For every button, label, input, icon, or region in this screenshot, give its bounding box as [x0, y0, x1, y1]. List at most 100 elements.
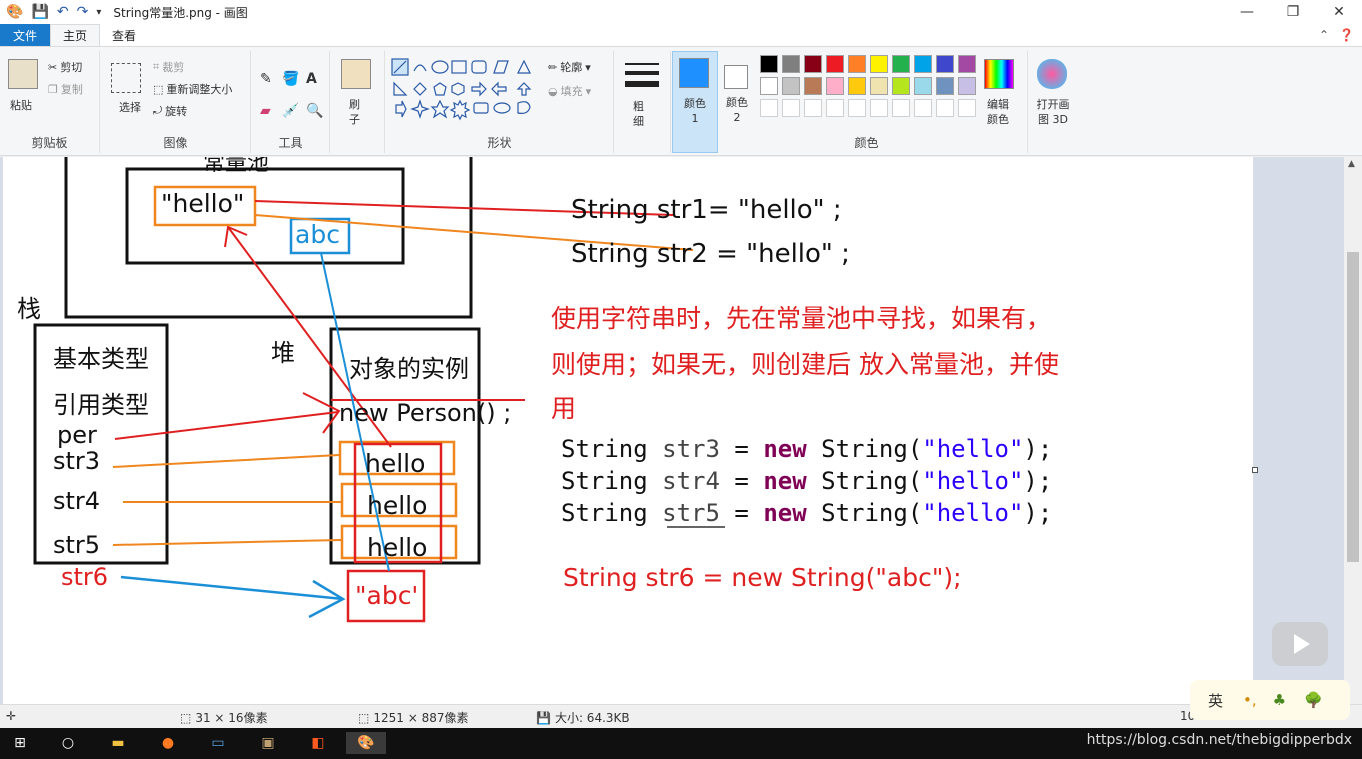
line-width-icon[interactable] — [625, 61, 659, 93]
palette-swatch[interactable] — [804, 55, 822, 73]
search-icon[interactable]: ○ — [61, 735, 75, 751]
brushes-button[interactable]: 刷子 — [349, 98, 360, 126]
palette-swatch[interactable] — [914, 77, 932, 95]
scroll-up-icon[interactable]: ▲ — [1348, 159, 1355, 169]
paint3d-icon[interactable] — [1037, 59, 1067, 89]
selection-size-text: 31 × 16像素 — [195, 711, 268, 725]
help-icon[interactable]: ❓ — [1339, 28, 1354, 42]
ime-toolbar[interactable]: 英 •, ♣ 🌳 — [1190, 680, 1350, 720]
monitor-icon[interactable]: ▭ — [211, 735, 225, 751]
shapes-gallery[interactable] — [390, 57, 540, 121]
select-icon[interactable] — [111, 63, 141, 93]
ime-punctuation-icon[interactable]: •, — [1243, 691, 1257, 709]
redo-icon[interactable]: ↷ — [76, 4, 89, 20]
palette-swatch[interactable] — [826, 55, 844, 73]
color1-button[interactable]: 颜色 1 — [672, 51, 718, 153]
color-picker-icon[interactable]: 💉 — [282, 103, 300, 119]
app-icon[interactable]: ▣ — [261, 735, 275, 751]
palette-swatch[interactable] — [826, 77, 844, 95]
magnifier-icon[interactable]: 🔍 — [306, 103, 324, 119]
close-button[interactable]: ✕ — [1333, 4, 1345, 20]
diagram-shapes — [33, 157, 725, 623]
fill-button[interactable]: ◒填充▾ — [548, 83, 591, 99]
save-icon[interactable]: 💾 — [31, 4, 49, 20]
palette-custom-swatch[interactable] — [958, 99, 976, 117]
crop-button[interactable]: ⌗裁剪 — [153, 59, 184, 75]
palette-swatch[interactable] — [760, 55, 778, 73]
palette-swatch[interactable] — [936, 55, 954, 73]
drawing-canvas[interactable]: 常量池 "hello" abc 栈 堆 基本类型 引用类型 per str3 s… — [3, 157, 1253, 704]
paste-icon[interactable] — [8, 59, 38, 89]
cut-button[interactable]: ✂剪切 — [48, 59, 82, 75]
copy-button[interactable]: ❐复制 — [48, 81, 83, 97]
eraser-icon[interactable]: ▰ — [260, 103, 271, 119]
ime-skin-icon[interactable]: ♣ — [1272, 691, 1287, 709]
code-keyword-string: String — [561, 467, 663, 495]
tab-file[interactable]: 文件 — [0, 24, 50, 46]
undo-icon[interactable]: ↶ — [56, 4, 69, 20]
palette-swatch[interactable] — [958, 77, 976, 95]
palette-custom-swatch[interactable] — [848, 99, 866, 117]
open-paint3d-button[interactable]: 打开画图 3D — [1036, 98, 1070, 126]
palette-custom-swatch[interactable] — [914, 99, 932, 117]
paint-taskbar-icon[interactable]: 🎨 — [346, 732, 386, 754]
edit-colors-button[interactable]: 编辑颜色 — [987, 98, 1009, 126]
crop-label: 裁剪 — [162, 61, 185, 74]
size-button[interactable]: 粗细 — [633, 100, 644, 128]
palette-custom-swatch[interactable] — [826, 99, 844, 117]
collapse-ribbon-icon[interactable]: ⌃ — [1318, 28, 1330, 42]
palette-custom-swatch[interactable] — [936, 99, 954, 117]
canvas-resize-handle[interactable] — [1252, 467, 1258, 473]
windows-start-icon[interactable]: ⊞ — [14, 735, 26, 751]
paste-button[interactable]: 粘贴 — [10, 99, 32, 112]
palette-swatch[interactable] — [892, 55, 910, 73]
palette-custom-swatch[interactable] — [870, 99, 888, 117]
heap-hello-3: hello — [367, 533, 428, 562]
palette-custom-swatch[interactable] — [760, 99, 778, 117]
ide-icon[interactable]: ◧ — [311, 735, 325, 751]
palette-swatch[interactable] — [914, 55, 932, 73]
palette-swatch[interactable] — [782, 77, 800, 95]
str2-arrow — [254, 214, 694, 251]
firefox-icon[interactable]: ● — [161, 735, 175, 751]
selection-size: ⬚31 × 16像素 — [180, 709, 268, 726]
ime-language[interactable]: 英 — [1208, 691, 1224, 710]
palette-custom-swatch[interactable] — [782, 99, 800, 117]
palette-swatch[interactable] — [848, 77, 866, 95]
palette-swatch[interactable] — [782, 55, 800, 73]
minimize-button[interactable]: — — [1240, 4, 1254, 20]
resize-button[interactable]: ⬚重新调整大小 — [153, 81, 232, 97]
text-tool-icon[interactable]: A — [306, 71, 317, 87]
select-button[interactable]: 选择 — [119, 101, 141, 114]
tab-home[interactable]: 主页 — [50, 24, 101, 46]
scrollbar-thumb[interactable] — [1347, 252, 1359, 562]
palette-swatch[interactable] — [892, 77, 910, 95]
edit-colors-icon[interactable] — [984, 59, 1014, 89]
palette-custom-swatch[interactable] — [892, 99, 910, 117]
color2-button[interactable]: 颜色 2 — [719, 51, 755, 153]
file-explorer-icon[interactable]: ▬ — [111, 735, 125, 751]
rotate-button[interactable]: ⤾旋转 — [153, 103, 187, 119]
customize-quick-access-icon[interactable]: ▾ — [96, 6, 102, 18]
palette-swatch[interactable] — [870, 77, 888, 95]
palette-swatch[interactable] — [936, 77, 954, 95]
code-new: new — [763, 499, 807, 527]
video-play-overlay[interactable] — [1272, 622, 1328, 666]
palette-swatch[interactable] — [870, 55, 888, 73]
palette-swatch[interactable] — [760, 77, 778, 95]
palette-swatch[interactable] — [848, 55, 866, 73]
pencil-icon[interactable]: ✎ — [260, 71, 272, 87]
brush-icon[interactable] — [341, 59, 371, 89]
colors-group-label: 颜色 — [854, 136, 879, 150]
outline-button[interactable]: ✏轮廓▾ — [548, 59, 591, 75]
palette-swatch[interactable] — [804, 77, 822, 95]
palette-swatch[interactable] — [958, 55, 976, 73]
canvas-area[interactable]: 常量池 "hello" abc 栈 堆 基本类型 引用类型 per str3 s… — [0, 157, 1344, 704]
code-end: ); — [1023, 467, 1053, 495]
fill-bucket-icon[interactable]: 🪣 — [282, 71, 300, 87]
maximize-button[interactable]: ❐ — [1286, 4, 1300, 20]
title-bar: 🎨 💾 ↶ ↷ ▾ String常量池.png - 画图 — ❐ ✕ — [0, 0, 1362, 24]
vertical-scrollbar[interactable]: ▲ — [1344, 157, 1362, 704]
tab-view[interactable]: 查看 — [112, 28, 137, 43]
palette-custom-swatch[interactable] — [804, 99, 822, 117]
